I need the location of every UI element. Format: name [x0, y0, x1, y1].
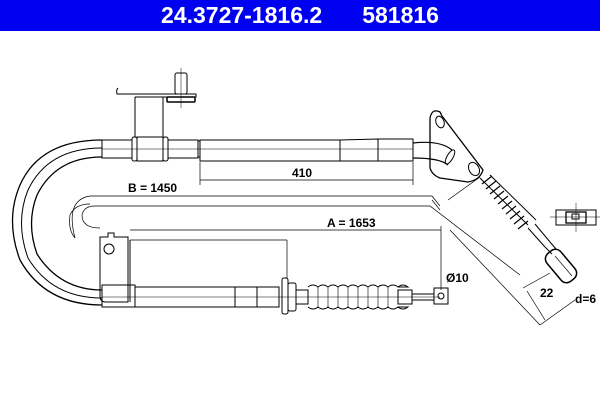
lower-bracket-icon: [99, 232, 131, 303]
bellows-boot-icon: [479, 174, 557, 255]
end-nipple-icon: [544, 248, 578, 284]
nipple-diameter-label: d=6: [575, 292, 596, 306]
cable-drawing: 410 B = 1450 A = 1653 Ø10 22 d=6: [11, 68, 600, 326]
upper-sleeve: [101, 136, 414, 162]
cross-section-symbol-icon: [550, 203, 600, 232]
end-length-label: 22: [540, 286, 554, 300]
dimension-a-label: A = 1653: [327, 216, 376, 230]
sleeve-length-label: 410: [292, 166, 312, 180]
cable-bend: [11, 139, 103, 306]
flange-plate-icon: [412, 110, 484, 183]
part-number: 24.3727-1816.2: [161, 2, 323, 28]
reference-number: 581816: [362, 2, 439, 28]
dimension-b-label: B = 1450: [128, 181, 177, 195]
title-bar: 24.3727-1816.2 581816: [0, 0, 600, 31]
eye-diameter-label: Ø10: [446, 271, 469, 285]
mounting-bracket-icon: [116, 68, 197, 137]
dimension-lines: [69, 162, 576, 326]
lower-sleeve: [101, 277, 449, 315]
